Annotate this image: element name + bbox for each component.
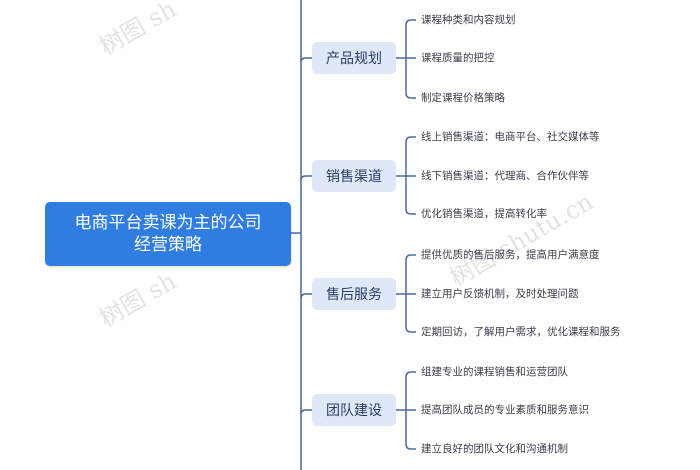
- leaf-node[interactable]: 制定课程价格策略: [421, 92, 505, 104]
- leaf-node[interactable]: 提供优质的售后服务，提高用户满意度: [421, 249, 600, 261]
- root-title-line2: 经营策略: [134, 235, 202, 255]
- root-title-line1: 电商平台卖课为主的公司: [74, 213, 262, 233]
- branch-node-product-planning[interactable]: 产品规划: [312, 42, 396, 74]
- branch-label: 产品规划: [326, 51, 382, 67]
- leaf-node[interactable]: 优化销售渠道，提高转化率: [421, 208, 547, 220]
- leaf-node[interactable]: 建立良好的团队文化和沟通机制: [421, 443, 568, 455]
- leaf-node[interactable]: 建立用户反馈机制，及时处理问题: [421, 288, 579, 300]
- leaf-node[interactable]: 线下销售渠道：代理商、合作伙伴等: [421, 170, 589, 182]
- branch-node-sales-channels[interactable]: 销售渠道: [312, 160, 396, 192]
- leaf-node[interactable]: 提高团队成员的专业素质和服务意识: [421, 404, 589, 416]
- leaf-node[interactable]: 线上销售渠道：电商平台、社交媒体等: [421, 131, 600, 143]
- branch-node-team-building[interactable]: 团队建设: [312, 394, 396, 426]
- root-node[interactable]: 电商平台卖课为主的公司 经营策略: [45, 202, 291, 266]
- leaf-node[interactable]: 课程种类和内容规划: [421, 14, 516, 26]
- branch-label: 团队建设: [326, 403, 382, 419]
- leaf-node[interactable]: 课程质量的把控: [421, 52, 495, 64]
- branch-label: 售后服务: [326, 287, 382, 303]
- leaf-node[interactable]: 组建专业的课程销售和运营团队: [421, 366, 568, 378]
- branch-node-after-sales[interactable]: 售后服务: [312, 278, 396, 310]
- leaf-node[interactable]: 定期回访，了解用户需求，优化课程和服务: [421, 326, 621, 338]
- branch-label: 销售渠道: [326, 169, 382, 185]
